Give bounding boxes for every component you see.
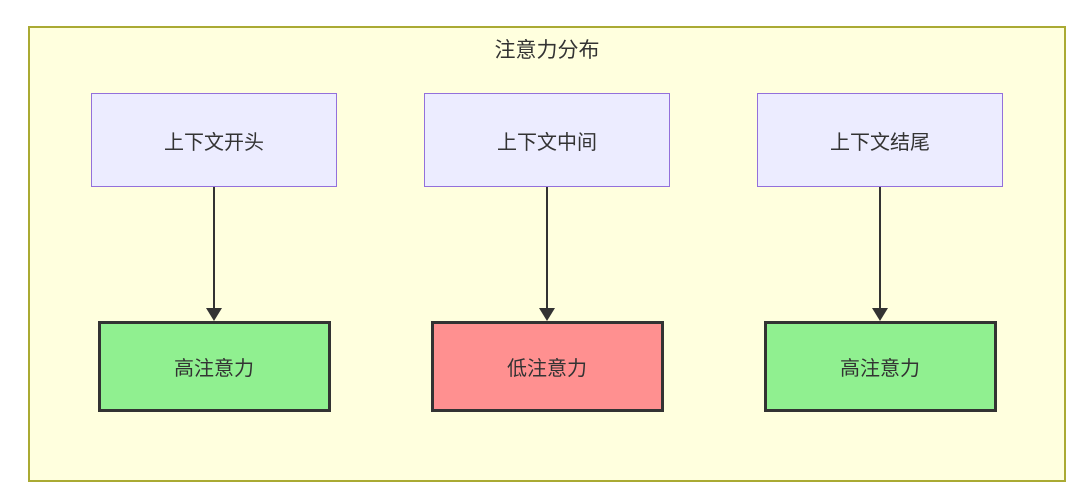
low-attention-node: 低注意力 xyxy=(430,321,664,412)
high-attention-node-right: 高注意力 xyxy=(763,321,997,412)
arrow-line xyxy=(213,187,215,309)
context-start-label: 上下文开头 xyxy=(164,129,264,154)
arrow-head xyxy=(872,308,888,321)
high-attention-node-left: 高注意力 xyxy=(97,321,331,412)
arrow-down-icon xyxy=(872,187,888,321)
context-end-label: 上下文结尾 xyxy=(830,129,930,154)
arrow-down-icon xyxy=(539,187,555,321)
context-middle-label: 上下文中间 xyxy=(497,129,597,154)
context-middle-node: 上下文中间 xyxy=(424,93,670,187)
flow-columns: 上下文开头 高注意力 上下文中间 低注意力 xyxy=(30,93,1064,412)
arrow-line xyxy=(879,187,881,309)
arrow-line xyxy=(546,187,548,309)
flow-column-end: 上下文结尾 高注意力 xyxy=(757,93,1003,412)
high-attention-label-left: 高注意力 xyxy=(174,356,254,380)
context-end-node: 上下文结尾 xyxy=(757,93,1003,187)
arrow-down-icon xyxy=(206,187,222,321)
attention-distribution-container: 注意力分布 上下文开头 高注意力 上下文中间 xyxy=(28,26,1066,482)
flow-column-middle: 上下文中间 低注意力 xyxy=(424,93,670,412)
context-start-node: 上下文开头 xyxy=(91,93,337,187)
flow-column-start: 上下文开头 高注意力 xyxy=(91,93,337,412)
high-attention-label-right: 高注意力 xyxy=(840,356,920,380)
low-attention-label: 低注意力 xyxy=(507,356,587,380)
diagram-title: 注意力分布 xyxy=(494,38,600,62)
arrow-head xyxy=(539,308,555,321)
arrow-head xyxy=(206,308,222,321)
